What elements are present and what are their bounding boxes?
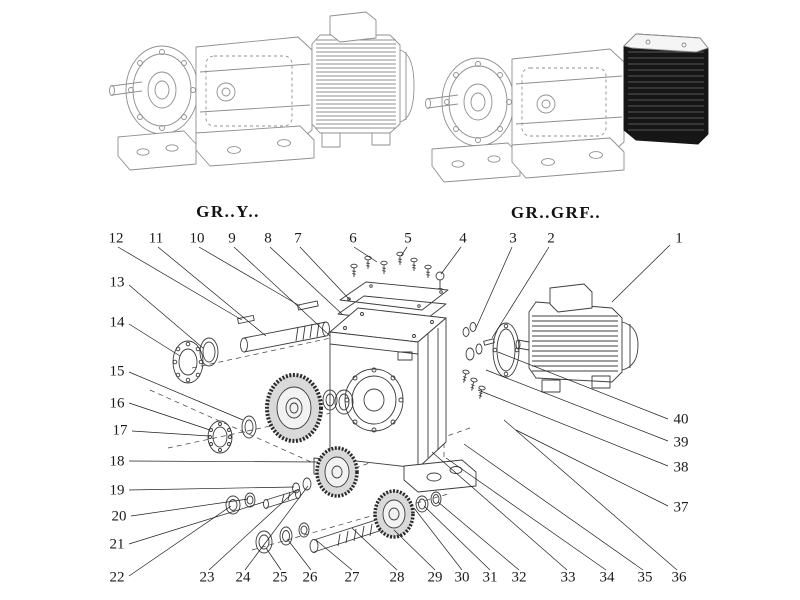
callout-28: 28 <box>389 569 405 586</box>
callout-23: 23 <box>199 569 215 586</box>
terminal-box <box>329 11 377 43</box>
callout-9: 9 <box>228 230 236 247</box>
callout-33: 33 <box>560 569 576 586</box>
callout-3: 3 <box>509 230 517 247</box>
exploded-view-drawing <box>149 251 639 554</box>
mounting-feet <box>431 137 625 183</box>
motor-exploded <box>515 283 639 393</box>
retaining-ring <box>292 482 300 494</box>
callout-7: 7 <box>294 230 302 247</box>
output-shaft <box>109 81 143 96</box>
callout-13: 13 <box>109 274 125 291</box>
callout-20: 20 <box>111 508 127 525</box>
retaining-ring <box>430 491 442 507</box>
inspection-cover <box>339 281 449 311</box>
callout-22: 22 <box>109 569 125 586</box>
pinion-shaft-small <box>263 489 301 509</box>
callout-30: 30 <box>454 569 470 586</box>
callout-35: 35 <box>637 569 653 586</box>
callout-24: 24 <box>235 569 251 586</box>
retaining-ring <box>415 495 429 513</box>
spacer-ring <box>241 415 257 439</box>
helical-gear-large <box>265 373 323 443</box>
caption-gr-y: GR..Y.. <box>196 202 260 221</box>
caption-gr-grf: GR..GRF.. <box>510 203 602 222</box>
ball-bearing <box>172 340 204 384</box>
washer <box>322 389 338 411</box>
output-shaft-assembly <box>255 489 442 554</box>
callout-11: 11 <box>148 230 164 247</box>
gear-housing-exploded <box>313 307 477 493</box>
motor-shaft-parts <box>460 322 495 400</box>
terminal-box <box>549 283 593 313</box>
front-flange <box>125 45 199 135</box>
callout-31: 31 <box>482 569 498 586</box>
callout-37: 37 <box>673 499 689 516</box>
gearmotor-gr-grf-drawing <box>425 33 709 183</box>
callout-2: 2 <box>547 230 555 247</box>
callout-29: 29 <box>427 569 443 586</box>
callout-12: 12 <box>108 230 124 247</box>
nameplate <box>397 351 413 361</box>
retaining-ring <box>302 477 312 491</box>
intermediate-gear-assembly <box>207 373 354 454</box>
shaft-key <box>237 314 255 325</box>
washer <box>279 526 293 546</box>
callout-25: 25 <box>272 569 288 586</box>
callout-5: 5 <box>404 230 412 247</box>
oil-seal <box>199 337 219 367</box>
callout-32: 32 <box>511 569 527 586</box>
helical-gear-medium <box>315 446 359 498</box>
ball-bearing <box>207 420 233 454</box>
output-shaft-exploded <box>309 517 383 553</box>
callout-8: 8 <box>264 230 272 247</box>
washer <box>298 522 310 538</box>
callout-26: 26 <box>302 569 318 586</box>
callout-15: 15 <box>109 363 125 380</box>
mounting-feet <box>117 125 315 171</box>
callout-18: 18 <box>109 453 125 470</box>
cover-screws <box>350 251 432 279</box>
callout-36: 36 <box>671 569 687 586</box>
input-shaft-assembly <box>172 300 330 384</box>
output-shaft <box>425 94 459 109</box>
callout-14: 14 <box>109 314 125 331</box>
callout-40: 40 <box>673 411 689 428</box>
callout-39: 39 <box>673 434 689 451</box>
washer <box>255 530 273 554</box>
callout-38: 38 <box>673 459 689 476</box>
motor-flange-shield <box>492 322 520 378</box>
motor-body <box>311 11 415 148</box>
callout-10: 10 <box>189 230 205 247</box>
gearmotor-gr-y-drawing <box>109 11 415 171</box>
callout-17: 17 <box>112 422 128 439</box>
callout-16: 16 <box>109 395 125 412</box>
dark-adapter-block <box>623 33 709 145</box>
leader-lines <box>117 244 678 577</box>
callout-4: 4 <box>459 230 467 247</box>
washer <box>244 492 256 508</box>
ball-bearing <box>334 389 354 415</box>
front-flange <box>441 57 515 147</box>
callout-1: 1 <box>675 230 683 247</box>
callout-19: 19 <box>109 482 125 499</box>
callout-6: 6 <box>349 230 357 247</box>
shaft-key <box>297 300 319 311</box>
washer <box>225 495 241 515</box>
callout-34: 34 <box>599 569 615 586</box>
callout-27: 27 <box>344 569 360 586</box>
second-stage-assembly <box>225 446 359 515</box>
callout-21: 21 <box>109 536 125 553</box>
fan-cover <box>399 49 415 123</box>
helical-gear-output <box>373 489 415 539</box>
